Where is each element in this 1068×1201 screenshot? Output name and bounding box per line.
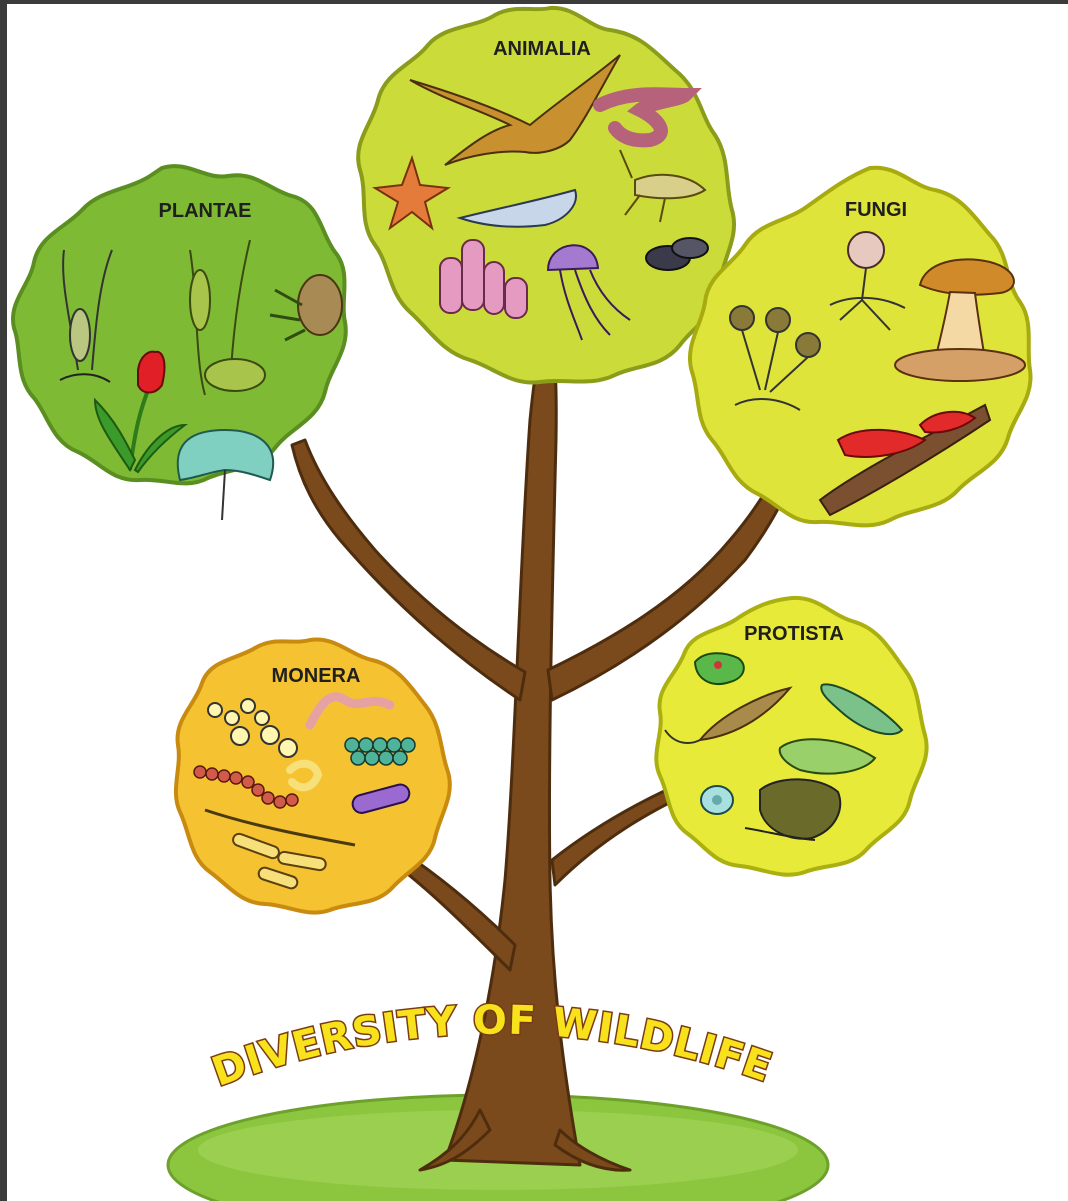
amoeba-icon — [695, 653, 744, 684]
protista-bubble: PROTISTA — [656, 598, 926, 875]
plantae-bubble: PLANTAE — [13, 166, 346, 520]
monera-bubble: MONERA — [176, 639, 450, 912]
monera-title: MONERA — [272, 665, 361, 687]
animalia-bubble: ANIMALIA — [358, 8, 734, 383]
protista-title: PROTISTA — [744, 623, 844, 645]
fungi-bubble: FUNGI — [690, 168, 1031, 526]
plantae-title: PLANTAE — [159, 200, 252, 222]
protozoa-cell-icon — [701, 786, 733, 814]
algae-icon — [178, 430, 273, 520]
cyanobacteria-icon — [345, 738, 415, 765]
fungi-title: FUNGI — [845, 199, 907, 221]
animalia-title: ANIMALIA — [493, 38, 591, 60]
